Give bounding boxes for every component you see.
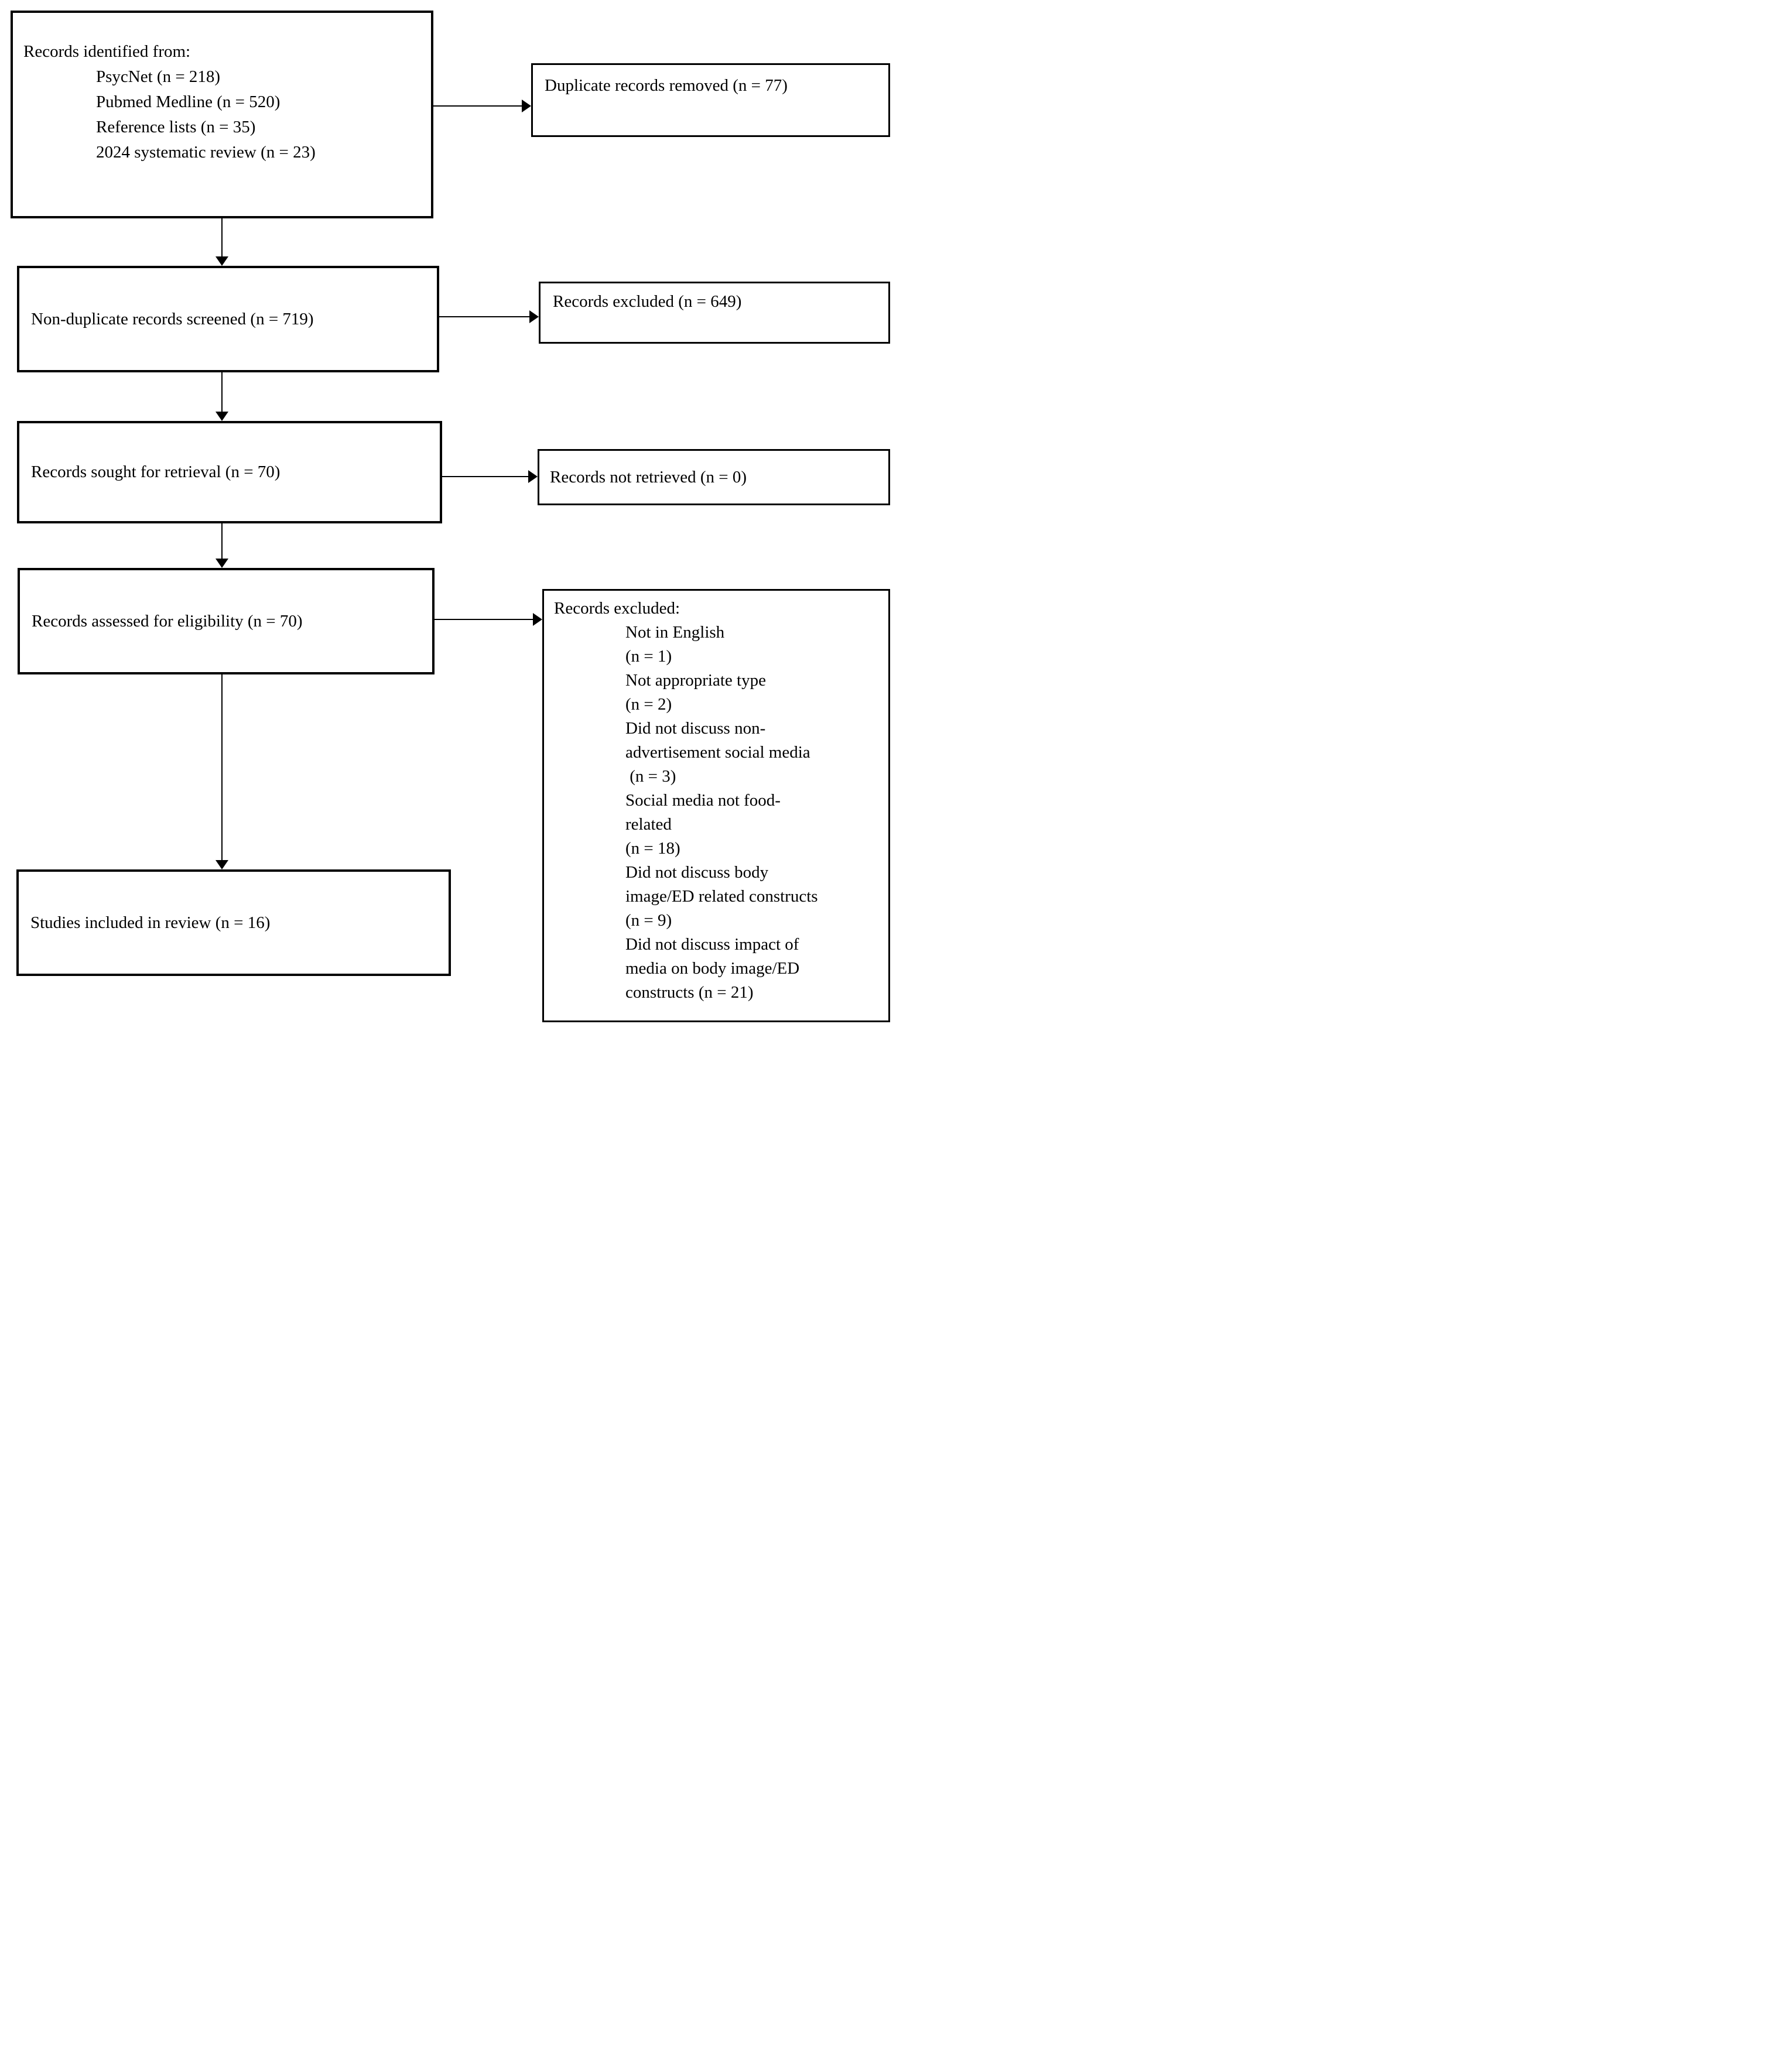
arrowhead-down-icon [215, 559, 228, 568]
records-identified-source: 2024 systematic review (n = 23) [96, 143, 316, 162]
excluded-reason-line: Did not discuss body [625, 863, 769, 882]
records-not-retrieved-label: Records not retrieved (n = 0) [550, 467, 747, 487]
arrowhead-down-icon [215, 860, 228, 869]
arrow-screened-to-records-excluded [439, 310, 539, 323]
arrow-shaft [442, 476, 529, 477]
arrow-shaft [221, 523, 223, 560]
box-records-assessed: Records assessed for eligibility (n = 70… [18, 568, 435, 674]
records-identified-source: PsycNet (n = 218) [96, 67, 221, 86]
arrow-assessed-to-excluded-reasons [435, 613, 542, 626]
box-records-identified: Records identified from: PsycNet (n = 21… [11, 11, 433, 218]
excluded-reason-line: Social media not food- [625, 791, 781, 810]
arrowhead-right-icon [522, 100, 531, 112]
box-studies-included: Studies included in review (n = 16) [16, 869, 451, 976]
arrowhead-down-icon [215, 412, 228, 421]
box-records-sought: Records sought for retrieval (n = 70) [17, 421, 442, 523]
records-assessed-label: Records assessed for eligibility (n = 70… [32, 611, 303, 631]
excluded-reason-line: (n = 3) [625, 767, 676, 786]
excluded-reason-line: Did not discuss non- [625, 719, 766, 738]
arrow-screened-to-sought [215, 372, 228, 421]
records-screened-label: Non-duplicate records screened (n = 719) [31, 309, 314, 328]
arrow-sought-to-assessed [215, 523, 228, 568]
records-excluded-label: Records excluded (n = 649) [553, 292, 742, 311]
arrowhead-right-icon [529, 310, 539, 323]
excluded-reason-line: media on body image/ED [625, 959, 800, 978]
excluded-reason-line: (n = 1) [625, 647, 672, 666]
excluded-reason-line: advertisement social media [625, 743, 810, 762]
excluded-reason-line: Not appropriate type [625, 671, 766, 690]
excluded-reason-line: (n = 2) [625, 695, 672, 714]
records-identified-title: Records identified from: [23, 42, 191, 61]
arrow-identification-to-screened [215, 218, 228, 266]
excluded-reason-line: (n = 9) [625, 911, 672, 930]
box-duplicate-records-removed: Duplicate records removed (n = 77) [531, 63, 890, 137]
arrow-shaft [435, 619, 534, 620]
excluded-reason-line: Did not discuss impact of [625, 935, 799, 954]
excluded-reasons-title: Records excluded: [554, 599, 680, 618]
arrow-shaft [221, 218, 223, 258]
duplicate-records-removed-label: Duplicate records removed (n = 77) [545, 76, 788, 95]
prisma-flow-diagram: Records identified from: PsycNet (n = 21… [0, 0, 895, 1036]
excluded-reason-line: constructs (n = 21) [625, 983, 754, 1002]
arrow-sought-to-not-retrieved [442, 470, 538, 483]
records-identified-source: Pubmed Medline (n = 520) [96, 93, 281, 111]
excluded-reason-line: image/ED related constructs [625, 887, 818, 906]
excluded-reason-line: (n = 18) [625, 839, 680, 858]
records-sought-label: Records sought for retrieval (n = 70) [31, 463, 281, 481]
arrowhead-right-icon [533, 613, 542, 626]
studies-included-label: Studies included in review (n = 16) [30, 913, 271, 932]
arrowhead-down-icon [215, 256, 228, 266]
arrow-shaft [221, 674, 223, 861]
box-records-excluded-reasons: Records excluded: Not in English (n = 1)… [542, 589, 890, 1022]
box-records-excluded: Records excluded (n = 649) [539, 282, 890, 344]
excluded-reason-line: Not in English [625, 623, 725, 642]
box-records-not-retrieved: Records not retrieved (n = 0) [538, 449, 890, 505]
arrowhead-right-icon [528, 470, 538, 483]
arrow-assessed-to-included [215, 674, 228, 869]
arrow-shaft [221, 372, 223, 413]
records-identified-source: Reference lists (n = 35) [96, 118, 256, 136]
box-records-screened: Non-duplicate records screened (n = 719) [17, 266, 439, 372]
arrow-identification-to-duplicates-removed [433, 100, 531, 112]
arrow-shaft [433, 105, 523, 107]
excluded-reason-line: related [625, 815, 672, 834]
arrow-shaft [439, 316, 531, 317]
